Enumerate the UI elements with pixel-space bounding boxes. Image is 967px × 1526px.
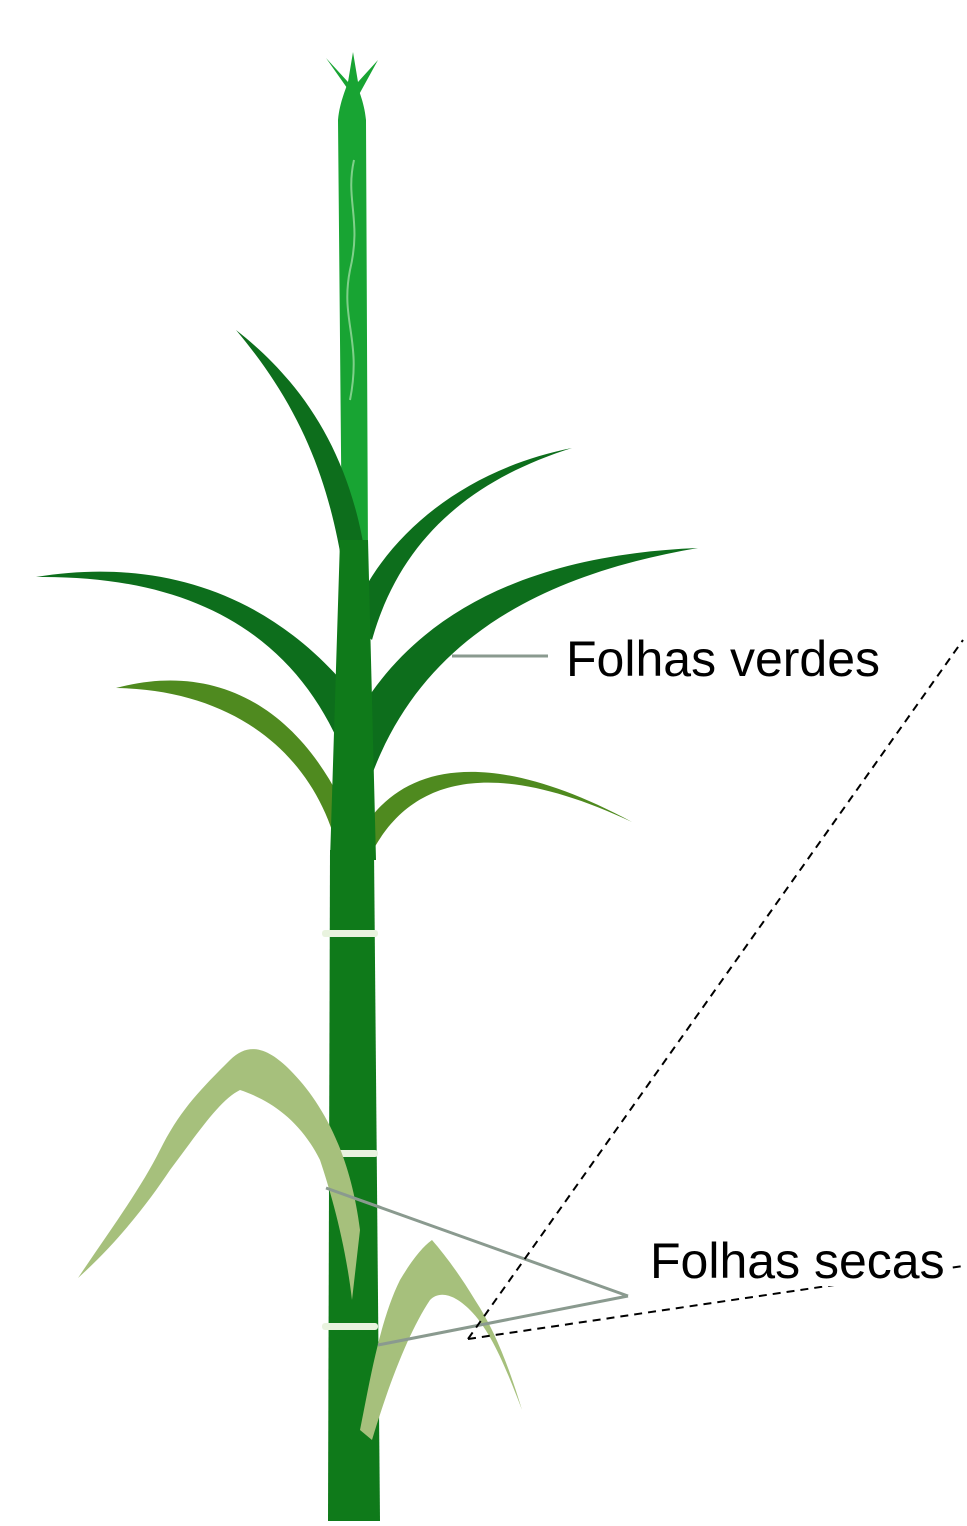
stalk-top (330, 540, 376, 860)
node-ring (322, 930, 378, 937)
label-green-leaves: Folhas verdes (566, 634, 886, 684)
dark-leaf (36, 572, 372, 760)
dry-leaf (360, 1240, 522, 1440)
node-ring (322, 1323, 378, 1330)
label-dry-leaves: Folhas secas (650, 1236, 951, 1286)
spindle-tip (326, 52, 378, 100)
olive-leaf (348, 772, 632, 860)
dry-leaf (78, 1049, 360, 1300)
